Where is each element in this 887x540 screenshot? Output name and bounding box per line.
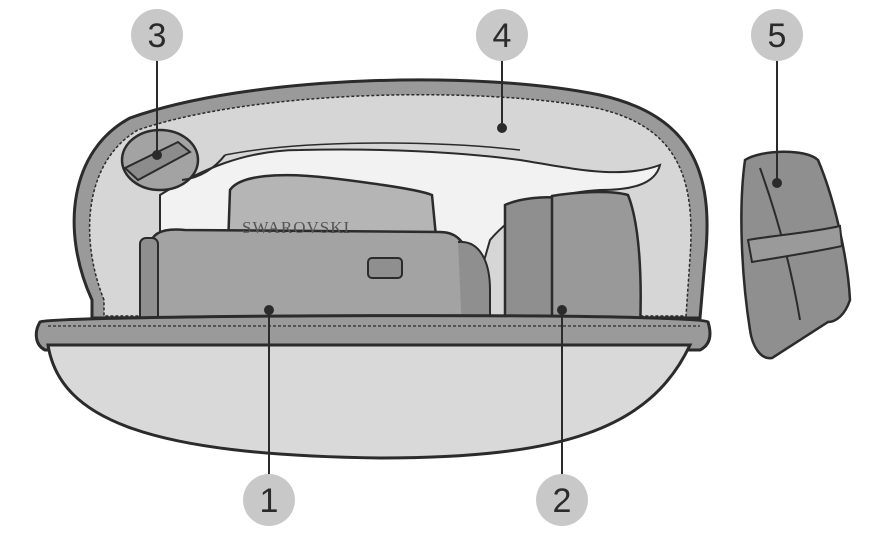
callout-badge-4: 4 — [476, 9, 528, 61]
callout-label-3: 3 — [148, 17, 167, 55]
callout-lines — [152, 56, 782, 478]
callout-label-2: 2 — [553, 482, 572, 520]
callout-badge-3: 3 — [131, 9, 183, 61]
callout-label-5: 5 — [768, 17, 787, 55]
leader-dot-3 — [152, 150, 162, 160]
lens-cap — [120, 128, 226, 192]
leader-dot-1 — [264, 305, 274, 315]
brand-label: SWAROVSKI — [242, 218, 350, 237]
padded-insert — [503, 190, 642, 332]
callout-badge-2: 2 — [536, 474, 588, 526]
callout-badge-1: 1 — [243, 474, 295, 526]
spotting-scope-body: SWAROVSKI — [139, 173, 491, 332]
case-bottom — [34, 314, 712, 460]
carrying-strap — [740, 150, 852, 360]
leader-dot-5 — [772, 178, 782, 188]
callout-label-1: 1 — [260, 482, 279, 520]
callout-badge-5: 5 — [751, 9, 803, 61]
callout-label-4: 4 — [493, 17, 512, 55]
leader-dot-2 — [557, 305, 567, 315]
leader-dot-4 — [497, 123, 507, 133]
